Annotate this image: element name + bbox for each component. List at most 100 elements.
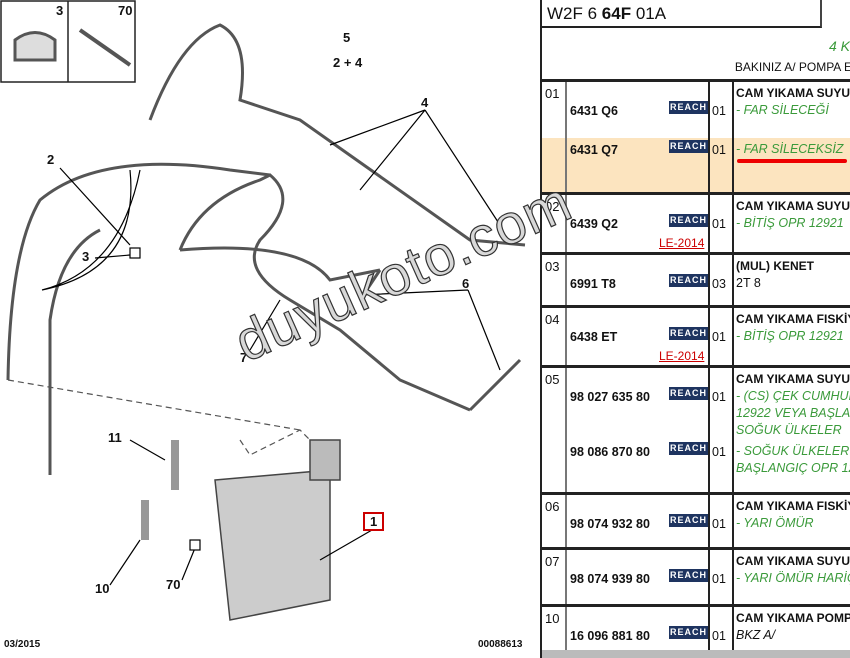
quantity: 01 <box>712 572 726 586</box>
part-ref[interactable]: 6431 Q6 <box>570 104 618 118</box>
part-ref[interactable]: 98 086 870 80 <box>570 445 650 459</box>
description-note: 2T 8 <box>736 276 761 290</box>
note-ref: BAKINIZ A/ POMPA E <box>734 60 850 74</box>
callout-2: 2 <box>47 152 55 167</box>
exploded-view-drawing <box>0 0 526 621</box>
callout-11: 11 <box>108 430 122 445</box>
item-number: 01 <box>542 82 567 192</box>
part-ref[interactable]: 6438 ET <box>570 330 618 344</box>
callout-5-sub: 2 + 4 <box>333 55 363 70</box>
note-green: 4 K <box>828 38 850 54</box>
ref-cell: 6431 Q6 REACH 6431 Q7 REACH <box>567 82 710 192</box>
title-part-a: W2F 6 <box>547 4 602 23</box>
reach-badge: REACH <box>669 101 708 114</box>
description-note: - FAR SİLECEĞİ <box>736 103 829 117</box>
le-link[interactable]: LE-2014 <box>659 236 705 250</box>
reach-badge: REACH <box>669 387 708 400</box>
description-note: - FAR SİLECEKSİZ <box>736 142 844 156</box>
description: CAM YIKAMA POMP <box>736 611 850 625</box>
part-ref[interactable]: 98 074 939 80 <box>570 572 650 586</box>
table-row-02[interactable]: 02 6439 Q2 REACH LE-2014 01 CAM YIKAMA S… <box>542 195 850 255</box>
description: CAM YIKAMA FISKİY <box>736 499 850 513</box>
description-note: - YARI ÖMÜR <box>736 516 814 530</box>
part-ref[interactable]: 16 096 881 80 <box>570 629 650 643</box>
reach-badge: REACH <box>669 442 708 455</box>
reach-badge: REACH <box>669 214 708 227</box>
table-note: 4 K BAKINIZ A/ POMPA E <box>542 28 850 82</box>
item-number: 10 <box>542 607 567 650</box>
description: (MUL) KENET <box>736 259 814 273</box>
part-ref[interactable]: 6439 Q2 <box>570 217 618 231</box>
callout-70: 70 <box>118 3 133 18</box>
callout-4: 4 <box>421 95 429 110</box>
table-row-01[interactable]: 01 6431 Q6 REACH 6431 Q7 REACH 01 01 CAM… <box>542 82 850 195</box>
item-number: 02 <box>542 195 567 252</box>
desc-cell: (MUL) KENET 2T 8 <box>732 255 850 305</box>
description: CAM YIKAMA SUYU <box>736 86 850 100</box>
reach-badge: REACH <box>669 274 708 287</box>
ref-cell: 98 074 932 80 REACH <box>567 495 710 547</box>
callout-7: 7 <box>240 350 248 365</box>
parts-diagram: 3 70 5 2 + 4 4 2 3 6 7 11 10 70 1 03/201… <box>0 0 526 650</box>
description-note: BKZ A/ <box>736 628 776 642</box>
quantity: 01 <box>712 390 726 404</box>
item-number: 04 <box>542 308 567 365</box>
desc-cell: CAM YIKAMA SUYU - YARI ÖMÜR HARİÇ <box>732 550 850 604</box>
description-note: - SOĞUK ÜLKELER <box>736 444 850 458</box>
item-number: 05 <box>542 368 567 492</box>
table-row-03[interactable]: 03 6991 T8 REACH 03 (MUL) KENET 2T 8 <box>542 255 850 308</box>
ref-cell: 98 027 635 80 REACH 98 086 870 80 REACH <box>567 368 710 492</box>
desc-cell: CAM YIKAMA SUYU - BİTİŞ OPR 12921 <box>732 195 850 252</box>
ref-cell: 16 096 881 80 REACH <box>567 607 710 650</box>
callout-3-clip: 3 <box>82 249 90 264</box>
item-number: 06 <box>542 495 567 547</box>
description: CAM YIKAMA SUYU <box>736 199 850 213</box>
description-note: 12922 VEYA BAŞLA <box>736 406 850 420</box>
quantity: 01 <box>712 217 726 231</box>
description-note: - BİTİŞ OPR 12921 <box>736 216 844 230</box>
desc-cell: CAM YIKAMA POMP BKZ A/ <box>732 607 850 650</box>
catalog-title: W2F 6 64F 01A <box>542 0 822 28</box>
reach-badge: REACH <box>669 327 708 340</box>
callout-70-bottom: 70 <box>166 577 181 592</box>
quantity: 01 <box>712 330 726 344</box>
desc-cell: CAM YIKAMA FISKİY - BİTİŞ OPR 12921 <box>732 308 850 365</box>
callout-5: 5 <box>343 30 351 45</box>
part-ref[interactable]: 6431 Q7 <box>570 143 618 157</box>
description-note: - BİTİŞ OPR 12921 <box>736 329 844 343</box>
ref-cell: 6991 T8 REACH <box>567 255 710 305</box>
description: CAM YIKAMA SUYU <box>736 372 850 386</box>
description-note: - YARI ÖMÜR HARİÇ <box>736 571 850 585</box>
table-row-05[interactable]: 05 98 027 635 80 REACH 98 086 870 80 REA… <box>542 368 850 495</box>
quantity: 01 <box>712 445 726 459</box>
table-row-04[interactable]: 04 6438 ET REACH LE-2014 01 CAM YIKAMA F… <box>542 308 850 368</box>
title-part-b: 64F <box>601 4 632 23</box>
parts-table: W2F 6 64F 01A 4 K BAKINIZ A/ POMPA E 01 … <box>540 0 850 658</box>
callout-3: 3 <box>56 3 64 18</box>
part-ref[interactable]: 6991 T8 <box>570 277 616 291</box>
description: CAM YIKAMA SUYU <box>736 554 850 568</box>
table-row-10[interactable]: 10 16 096 881 80 REACH 01 CAM YIKAMA POM… <box>542 607 850 650</box>
callout-1-highlighted[interactable]: 1 <box>363 512 385 531</box>
description-note: SOĞUK ÜLKELER <box>736 423 842 437</box>
callout-10: 10 <box>95 581 110 596</box>
ref-cell: 98 074 939 80 REACH <box>567 550 710 604</box>
reach-badge: REACH <box>669 514 708 527</box>
footer-code: 00088613 <box>478 639 523 650</box>
part-ref[interactable]: 98 027 635 80 <box>570 390 650 404</box>
title-part-c: 01A <box>631 4 667 23</box>
description: CAM YIKAMA FISKİY <box>736 312 850 326</box>
red-underline-mark <box>737 159 847 163</box>
quantity: 03 <box>712 277 726 291</box>
reach-badge: REACH <box>669 569 708 582</box>
quantity: 01 <box>712 517 726 531</box>
reach-badge: REACH <box>669 626 708 639</box>
desc-cell: CAM YIKAMA FISKİY - YARI ÖMÜR <box>732 495 850 547</box>
le-link[interactable]: LE-2014 <box>659 349 705 363</box>
part-ref[interactable]: 98 074 932 80 <box>570 517 650 531</box>
quantity: 01 <box>712 143 726 157</box>
item-number: 07 <box>542 550 567 604</box>
table-row-06[interactable]: 06 98 074 932 80 REACH 01 CAM YIKAMA FIS… <box>542 495 850 550</box>
horizontal-scrollbar[interactable] <box>542 650 850 658</box>
table-row-07[interactable]: 07 98 074 939 80 REACH 01 CAM YIKAMA SUY… <box>542 550 850 607</box>
